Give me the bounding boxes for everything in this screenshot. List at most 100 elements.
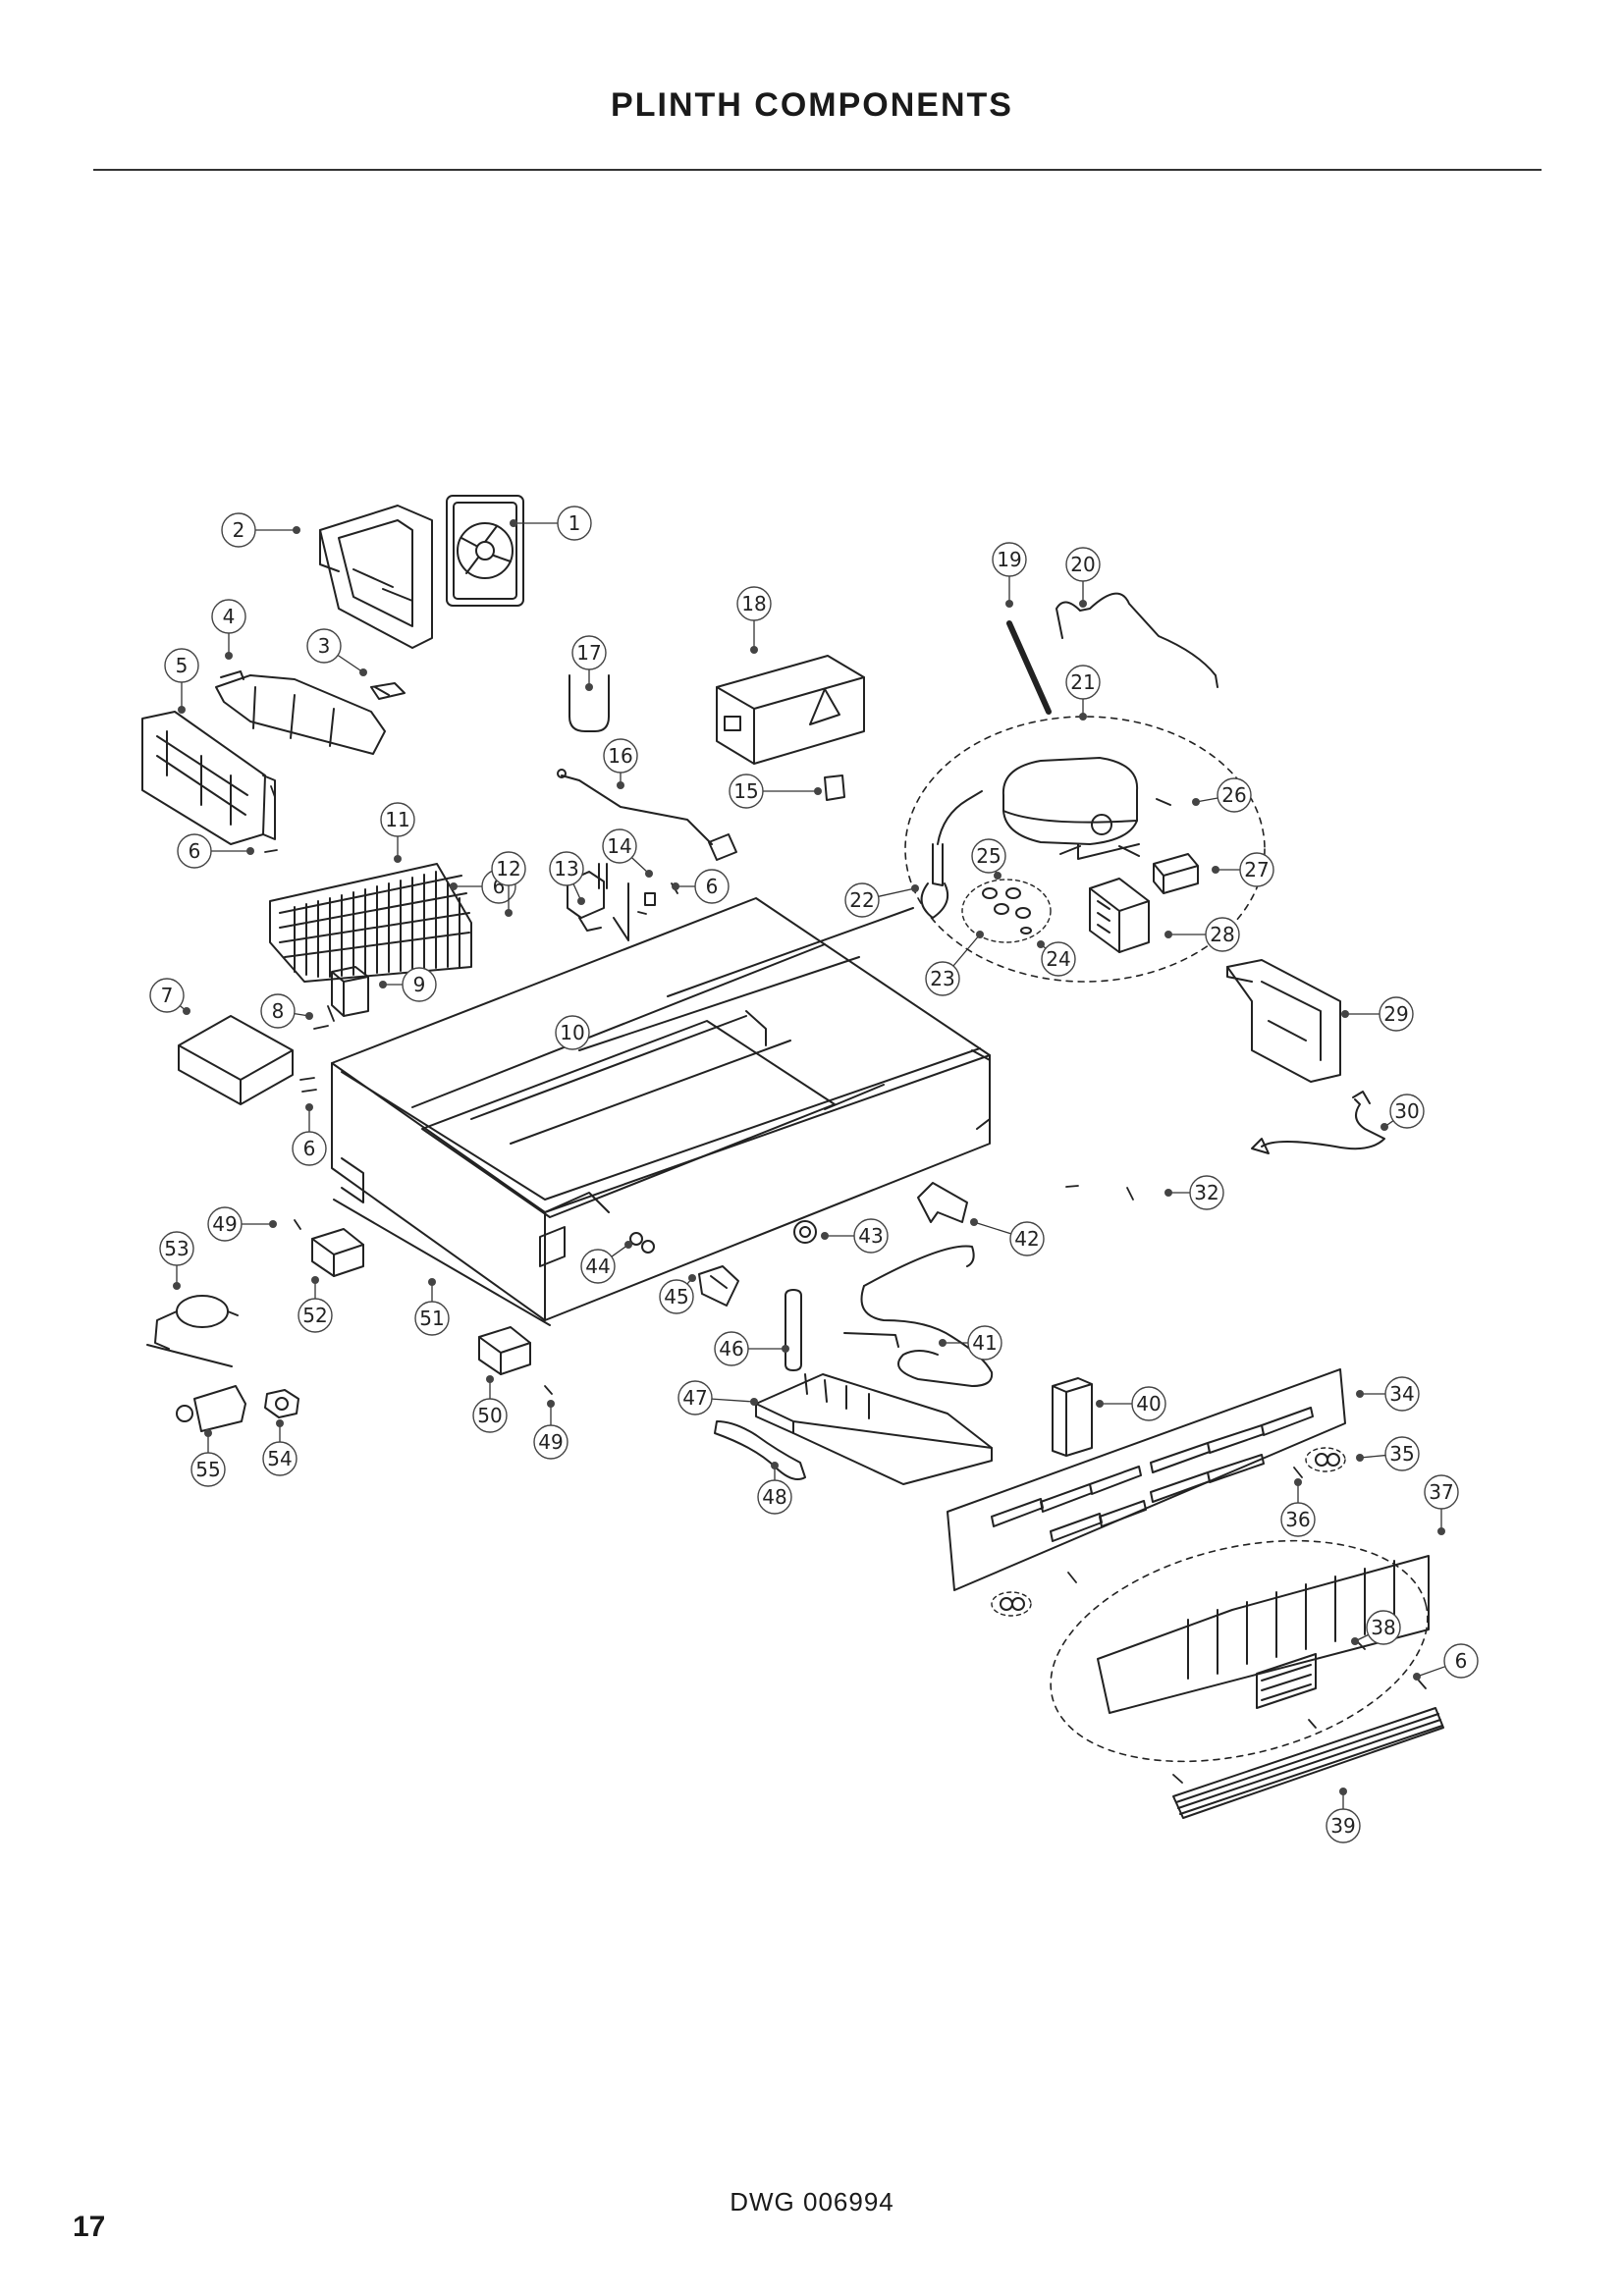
callout-anchor-dot — [1079, 713, 1087, 721]
callout-38: 38 — [1351, 1610, 1401, 1645]
callout-49: 49 — [207, 1206, 277, 1242]
drain-grommet-part — [793, 1220, 817, 1244]
callout-balloon — [211, 599, 246, 634]
compressor-group-outline — [904, 716, 1266, 983]
insulation-block-part — [178, 1015, 294, 1105]
callout-20: 20 — [1065, 547, 1101, 608]
callout-balloon — [190, 1452, 226, 1487]
callout-balloon — [164, 648, 199, 683]
callout-51: 51 — [414, 1278, 450, 1336]
callout-anchor-dot — [994, 872, 1001, 880]
callout-43: 43 — [821, 1218, 889, 1254]
side-panel-part — [141, 711, 276, 845]
callout-number: 2 — [233, 518, 245, 542]
capillary-tube-part — [920, 790, 983, 919]
callout-number: 18 — [741, 592, 766, 615]
callout-balloon — [1217, 777, 1252, 813]
callout-18: 18 — [736, 586, 772, 654]
foot-part — [629, 1232, 655, 1254]
callout-number: 45 — [664, 1285, 688, 1308]
callout-balloon — [380, 802, 415, 837]
callout-number: 43 — [858, 1224, 883, 1248]
callout-number: 32 — [1194, 1181, 1218, 1204]
plinth-chassis-part — [331, 897, 991, 1321]
callout-number: 14 — [607, 834, 631, 858]
mounting-bracket-part — [1226, 959, 1341, 1083]
screws-part — [264, 785, 1427, 1784]
title-divider — [93, 169, 1542, 171]
o-ring-clip-part — [1000, 1453, 1340, 1611]
grommet-group-outline — [961, 879, 1052, 943]
callout-number: 16 — [608, 744, 632, 768]
trim-strip-part — [1172, 1707, 1444, 1819]
callout-anchor-dot — [782, 1345, 789, 1353]
callout-number: 35 — [1389, 1442, 1414, 1466]
callout-balloon — [549, 851, 584, 886]
callout-anchor-dot — [939, 1339, 947, 1347]
callout-anchor-dot — [1079, 600, 1087, 608]
suction-pipe-part — [1056, 592, 1218, 688]
callout-6: 6 — [177, 833, 254, 869]
callout-number: 1 — [568, 511, 581, 535]
callout-balloon — [555, 1015, 590, 1050]
callout-balloon — [1131, 1386, 1166, 1421]
callout-balloon — [533, 1424, 568, 1460]
drier-rod-part — [1006, 620, 1052, 715]
clip-group-outline-2 — [991, 1591, 1032, 1617]
callout-number: 3 — [318, 634, 331, 658]
callout-leader — [1416, 1666, 1446, 1678]
callout-16: 16 — [603, 738, 638, 789]
callout-anchor-dot — [204, 1429, 212, 1437]
callout-39: 39 — [1326, 1788, 1361, 1843]
callout-number: 21 — [1070, 670, 1095, 694]
callout-25: 25 — [971, 838, 1006, 880]
callout-anchor-dot — [428, 1278, 436, 1286]
callout-balloon — [149, 978, 185, 1013]
callout-anchor-dot — [750, 646, 758, 654]
callout-balloon — [1384, 1436, 1420, 1471]
callout-leader — [878, 887, 916, 897]
callout-anchor-dot — [246, 847, 254, 855]
callout-9: 9 — [379, 967, 437, 1002]
callout-balloon — [967, 1325, 1002, 1361]
water-valve-part-53 — [146, 1295, 239, 1367]
callout-5: 5 — [164, 648, 199, 714]
callout-6: 6 — [292, 1103, 327, 1166]
callout-balloon — [159, 1231, 194, 1266]
callout-anchor-dot — [486, 1375, 494, 1383]
callout-balloon — [1366, 1610, 1401, 1645]
callout-number: 50 — [477, 1404, 502, 1427]
callout-48: 48 — [757, 1462, 792, 1515]
callout-55: 55 — [190, 1429, 226, 1487]
callout-balloon — [1189, 1175, 1224, 1210]
callout-anchor-dot — [672, 882, 679, 890]
callout-24: 24 — [1037, 940, 1076, 977]
foam-block-part — [1052, 1377, 1093, 1457]
callout-anchor-dot — [1005, 600, 1013, 608]
callout-number: 34 — [1389, 1382, 1414, 1406]
callout-balloon — [1009, 1221, 1045, 1256]
callout-balloon — [1205, 917, 1240, 952]
callout-anchor-dot — [305, 1103, 313, 1111]
callout-6: 6 — [672, 869, 730, 904]
callout-leader — [952, 934, 981, 967]
callout-balloon — [262, 1441, 298, 1476]
callout-anchor-dot — [1096, 1400, 1104, 1408]
callout-anchor-dot — [183, 1007, 190, 1015]
callout-anchor-dot — [293, 526, 300, 534]
callout-anchor-dot — [269, 1220, 277, 1228]
callout-number: 6 — [1455, 1649, 1468, 1673]
callout-anchor-dot — [814, 787, 822, 795]
callout-27: 27 — [1212, 852, 1274, 887]
callout-number: 9 — [413, 973, 426, 996]
callout-balloon — [603, 738, 638, 774]
callout-number: 6 — [706, 875, 719, 898]
callout-number: 51 — [419, 1307, 444, 1330]
callout-balloon — [1443, 1643, 1479, 1679]
callout-balloon — [260, 993, 296, 1029]
callout-anchor-dot — [359, 668, 367, 676]
callout-balloon — [298, 1298, 333, 1333]
callout-32: 32 — [1164, 1175, 1224, 1210]
valve-part-54 — [264, 1389, 299, 1418]
